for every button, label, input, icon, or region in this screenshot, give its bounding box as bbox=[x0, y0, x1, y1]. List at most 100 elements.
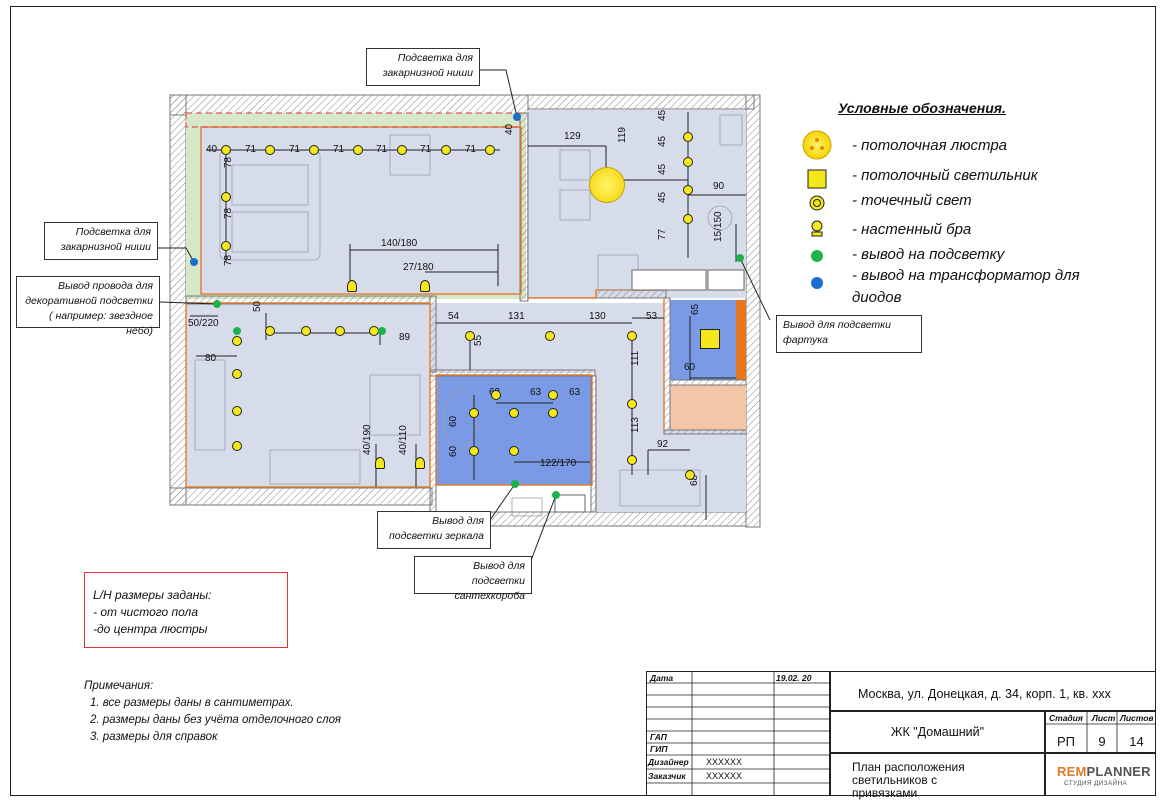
dimension-label: 45 bbox=[657, 163, 668, 175]
address-cell bbox=[830, 671, 1156, 711]
spot-light-icon bbox=[683, 157, 693, 167]
height-note-line2: -до центра люстры bbox=[93, 622, 208, 636]
spot-light-icon bbox=[441, 145, 451, 155]
sheet-label: Лист bbox=[1092, 713, 1116, 723]
dimension-label: 40/190 bbox=[362, 424, 373, 455]
dimension-label: 111 bbox=[630, 350, 641, 366]
dimension-label: 71 bbox=[333, 144, 345, 155]
spot-light-icon bbox=[221, 145, 231, 155]
spot-light-icon bbox=[469, 408, 479, 418]
dimension-label: 129 bbox=[564, 131, 581, 142]
legend-spot-light: - точечный свет bbox=[852, 192, 972, 209]
green-outlet-icon bbox=[552, 491, 560, 499]
kitchen-sink bbox=[631, 269, 707, 291]
stage-value: РП bbox=[1056, 734, 1075, 749]
rooms bbox=[186, 110, 746, 512]
stage-label: Стадия bbox=[1049, 713, 1083, 723]
note-2: 2. размеры даны без учёта отделочного сл… bbox=[90, 714, 341, 726]
cooktop bbox=[707, 269, 745, 291]
dimension-label: 15/150 bbox=[713, 211, 724, 242]
spot-light-icon bbox=[548, 408, 558, 418]
spot-light-icon bbox=[683, 185, 693, 195]
dimension-label: 65 bbox=[690, 303, 701, 315]
spot-light-icon bbox=[353, 145, 363, 155]
dimension-label: 27/180 bbox=[403, 262, 434, 273]
stage-grid bbox=[1045, 711, 1156, 753]
height-note-title: L/H размеры заданы: bbox=[93, 588, 212, 602]
dimension-label: 90 bbox=[713, 181, 725, 192]
niche-dashed bbox=[185, 112, 521, 128]
height-note-line1: - от чистого пола bbox=[93, 605, 198, 619]
brand-cell bbox=[1045, 753, 1156, 796]
dimension-label: 60 bbox=[684, 362, 696, 373]
wall-sconce-icon bbox=[415, 457, 425, 469]
dimension-label: 71 bbox=[465, 144, 477, 155]
spot-light-icon bbox=[397, 145, 407, 155]
spot-light-icon bbox=[627, 331, 637, 341]
dimension-label: 71 bbox=[245, 144, 257, 155]
dimension-label: 89 bbox=[399, 332, 411, 343]
spot-light-icon bbox=[683, 214, 693, 224]
dimension-label: 119 bbox=[617, 127, 628, 143]
blue-outlet-icon bbox=[513, 113, 521, 121]
dimension-label: 71 bbox=[376, 144, 388, 155]
spot-light-icon bbox=[309, 145, 319, 155]
sheet-value: 9 bbox=[1098, 734, 1106, 749]
dimension-label: 40 bbox=[504, 123, 515, 135]
dimension-label: 71 bbox=[420, 144, 432, 155]
dimension-label: 71 bbox=[289, 144, 301, 155]
dimension-label: 63 bbox=[530, 387, 542, 398]
spot-light-icon bbox=[545, 331, 555, 341]
dimension-label: 54 bbox=[448, 311, 460, 322]
callout-plumbing-box: Вывод для подсветки сантехкороба bbox=[414, 556, 532, 602]
client-label: Заказчик bbox=[648, 771, 686, 781]
wall-sconce-icon bbox=[347, 280, 357, 292]
dimension-label: 50 bbox=[252, 300, 263, 312]
dimension-label: 140/180 bbox=[381, 238, 418, 249]
spot-light-icon bbox=[509, 446, 519, 456]
dimension-label: 40 bbox=[206, 144, 218, 155]
sheets-label: Листов bbox=[1120, 713, 1154, 723]
title-block-left bbox=[646, 671, 830, 796]
note-3: 3. размеры для справок bbox=[90, 731, 218, 743]
spot-light-icon bbox=[509, 408, 519, 418]
legend-green-outlet: - вывод на подсветку bbox=[852, 246, 1005, 263]
spot-light-icon bbox=[232, 369, 242, 379]
sheet-title: План расположения светильников с привязк… bbox=[852, 760, 965, 800]
inner-walls bbox=[185, 112, 747, 513]
notes: Примечания: 1. все размеры даны в сантим… bbox=[84, 678, 341, 746]
spot-light-icon bbox=[683, 132, 693, 142]
date-label: Дата bbox=[650, 673, 674, 683]
spot-light-icon bbox=[265, 145, 275, 155]
wall-sconce-icon bbox=[375, 457, 385, 469]
legend-title: Условные обозначения. bbox=[838, 100, 1006, 116]
callout-mirror: Вывод для подсветки зеркала bbox=[377, 511, 491, 549]
project-cell bbox=[830, 711, 1045, 753]
spot-light-icon bbox=[232, 441, 242, 451]
brand-logo: REMPLANNER bbox=[1057, 764, 1151, 779]
spot-light-icon bbox=[232, 406, 242, 416]
sheets-value: 14 bbox=[1129, 734, 1144, 749]
dimension-label: 78 bbox=[223, 207, 234, 219]
green-outlet-icon bbox=[233, 327, 241, 335]
legend-wall-sconce: - настенный бра bbox=[852, 221, 972, 238]
brand-planner: PLANNER bbox=[1086, 764, 1151, 779]
spot-light-icon bbox=[469, 446, 479, 456]
dimension-label: 78 bbox=[223, 156, 234, 168]
spot-light-icon bbox=[221, 241, 231, 251]
green-outlet-icon bbox=[213, 300, 221, 308]
green-outlet-icon bbox=[511, 480, 519, 488]
dimension-label: 92 bbox=[657, 439, 669, 450]
spot-light-icon bbox=[221, 192, 231, 202]
gap-label: ГАП bbox=[650, 732, 667, 742]
address: Москва, ул. Донецкая, д. 34, корп. 1, кв… bbox=[858, 687, 1111, 701]
dimension-label: 80 bbox=[205, 353, 217, 364]
sheet-title-cell bbox=[830, 753, 1045, 796]
designer-value: XXXXXX bbox=[706, 757, 743, 767]
blue-outlet-icon bbox=[190, 258, 198, 266]
notes-title: Примечания: bbox=[84, 680, 154, 692]
dimension-label: 45 bbox=[657, 191, 668, 203]
plumbing-box bbox=[554, 494, 586, 513]
dimension-label: 45 bbox=[657, 109, 668, 121]
